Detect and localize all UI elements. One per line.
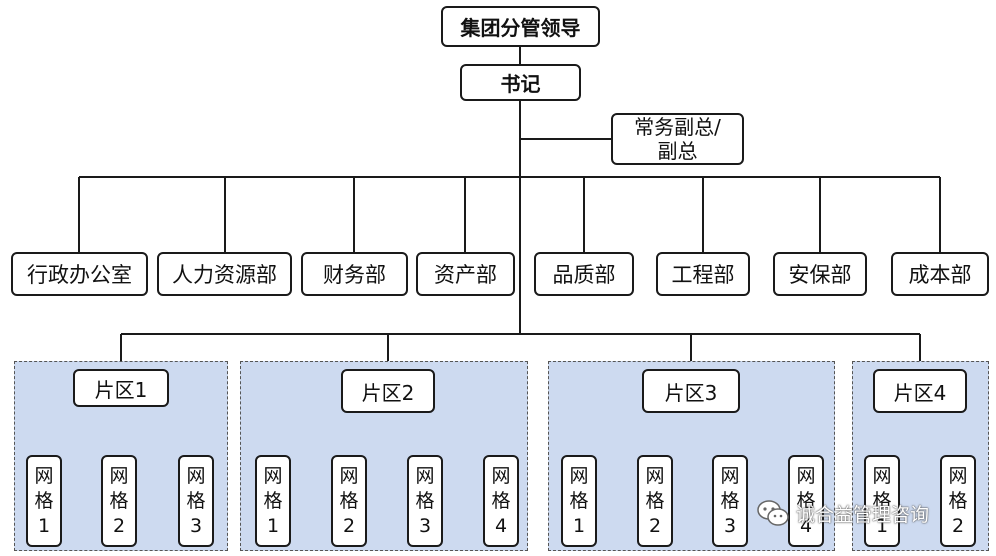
department-box-8: 成本部 [891,252,989,296]
grid-box-char: 格 [34,489,54,512]
watermark: 诚合益管理咨询 [756,496,988,530]
vice-president-label-line1: 常务副总/ [634,115,721,139]
secretary-label: 书记 [500,72,541,96]
grid-box-char: 2 [951,514,965,537]
department-box-6: 工程部 [656,252,750,296]
grid-box-char: 网 [186,464,206,487]
grid-box-char: 1 [266,514,280,537]
department-box-3: 财务部 [301,252,408,296]
grid-box-char: 格 [796,489,816,512]
grid-box-char: 网 [34,464,54,487]
zone-box-2: 片区2 [341,369,435,413]
grid-box-char: 格 [872,489,892,512]
grid-box-char: 格 [339,489,359,512]
grid-box-char: 格 [645,489,665,512]
grid-box-char: 2 [342,514,356,537]
group-leader-box: 集团分管领导 [441,6,600,47]
zone-box-1: 片区1 [73,369,169,407]
department-box-5-label: 品质部 [552,263,616,287]
department-box-1: 行政办公室 [11,252,148,296]
department-box-3-label: 财务部 [323,263,386,287]
grid-box-char: 格 [109,489,129,512]
department-box-4: 资产部 [416,252,515,296]
grid-box-char: 格 [948,489,968,512]
grid-box-char: 网 [948,464,968,487]
grid-box-char: 格 [720,489,740,512]
grid-box-char: 网 [491,464,511,487]
group-leader-label: 集团分管领导 [460,16,581,40]
zone-box-2-label: 片区2 [361,380,415,405]
grid-box-char: 2 [112,514,126,537]
grid-box-char: 网 [796,464,816,487]
grid-box-char: 格 [491,489,511,512]
grid-box-char: 4 [494,514,508,537]
department-box-2-label: 人力资源部 [172,263,277,287]
zone-box-1-label: 片区1 [94,377,148,402]
grid-box-char: 4 [799,514,813,537]
grid-box-char: 网 [415,464,435,487]
zone-box-4-label: 片区4 [893,380,947,405]
zone-box-3: 片区3 [642,369,740,413]
grid-box-char: 格 [186,489,206,512]
secretary-box: 书记 [460,64,581,101]
department-box-6-label: 工程部 [671,263,735,287]
grid-box-char: 1 [875,514,889,537]
department-box-4-label: 资产部 [434,263,497,287]
grid-box-char: 格 [263,489,283,512]
department-box-1-label: 行政办公室 [27,263,132,287]
zone-box-4: 片区4 [873,369,967,413]
grid-box-char: 3 [418,514,432,537]
department-box-2: 人力资源部 [157,252,292,296]
grid-box-char: 格 [415,489,435,512]
wechat-icon [757,500,789,526]
department-box-7-label: 安保部 [788,263,852,287]
grid-box-char: 网 [109,464,129,487]
grid-box-char: 1 [572,514,586,537]
vice-president-label-line2: 副总 [657,139,698,163]
grid-box-char: 3 [723,514,737,537]
grid-box-char: 3 [189,514,203,537]
grid-box-char: 1 [37,514,51,537]
zone-box-3-label: 片区3 [664,380,718,405]
department-box-5: 品质部 [534,252,634,296]
grid-box-char: 网 [645,464,665,487]
grid-box-char: 格 [569,489,589,512]
grid-box-char: 网 [339,464,359,487]
grid-box-char: 网 [569,464,589,487]
grid-box-char: 2 [648,514,662,537]
grid-box-char: 网 [720,464,740,487]
vice-president-box: 常务副总/ 副总 [611,113,744,165]
department-box-7: 安保部 [773,252,867,296]
department-box-8-label: 成本部 [908,263,972,287]
grid-box-char: 网 [263,464,283,487]
watermark-text: 诚合益管理咨询 [796,503,930,526]
grid-box-char: 网 [872,464,892,487]
